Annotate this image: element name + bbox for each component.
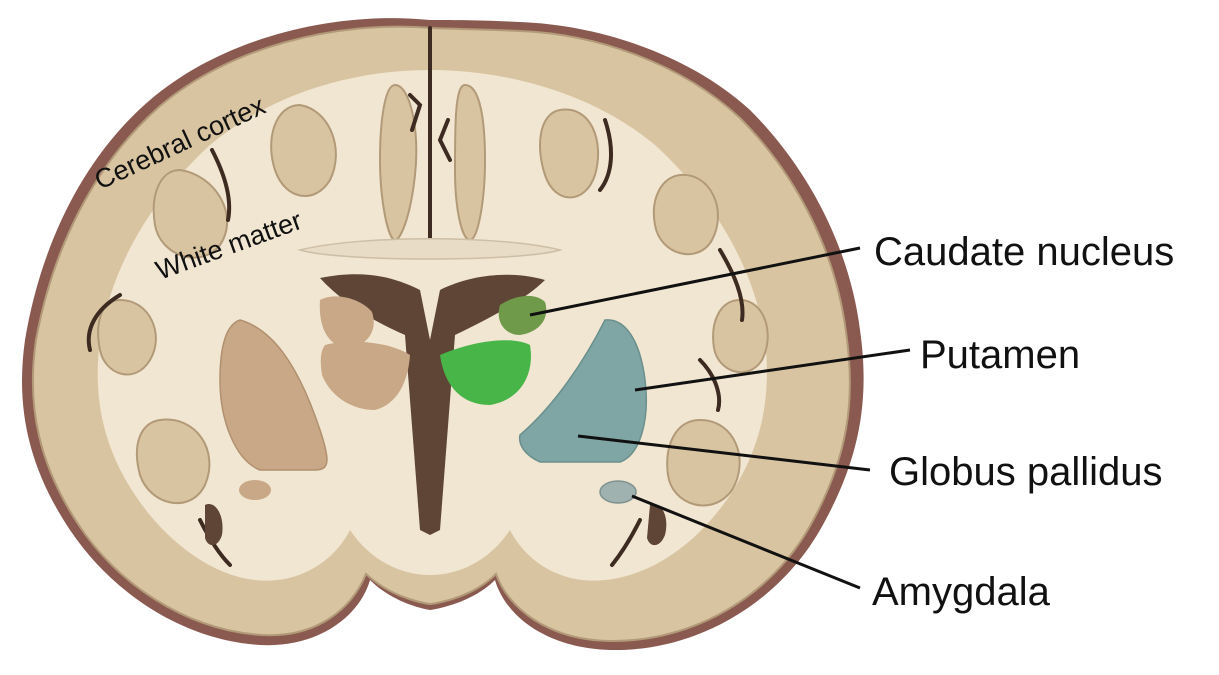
globus-leader — [577, 434, 871, 472]
caudate-label: Caudate nucleus — [874, 230, 1174, 274]
gyral-folds — [97, 83, 769, 507]
amygdala-leader — [631, 494, 861, 590]
amygdala-label: Amygdala — [872, 570, 1051, 614]
corpus-callosum — [297, 238, 563, 260]
putamen-leader — [634, 348, 911, 392]
caudate-leader — [529, 246, 861, 317]
lateral-ventricles — [320, 274, 545, 535]
left-lentiform — [219, 319, 328, 471]
temporal-horns — [205, 480, 667, 546]
putamen-label: Putamen — [920, 333, 1080, 377]
putamen — [518, 319, 647, 463]
left-thalamus — [320, 341, 410, 410]
amygdala — [599, 480, 637, 504]
caudate-nucleus — [498, 295, 547, 335]
sulci — [86, 26, 745, 567]
globus-pallidus — [440, 340, 531, 405]
left-caudate — [319, 296, 374, 348]
globus-label: Globus pallidus — [889, 450, 1163, 494]
